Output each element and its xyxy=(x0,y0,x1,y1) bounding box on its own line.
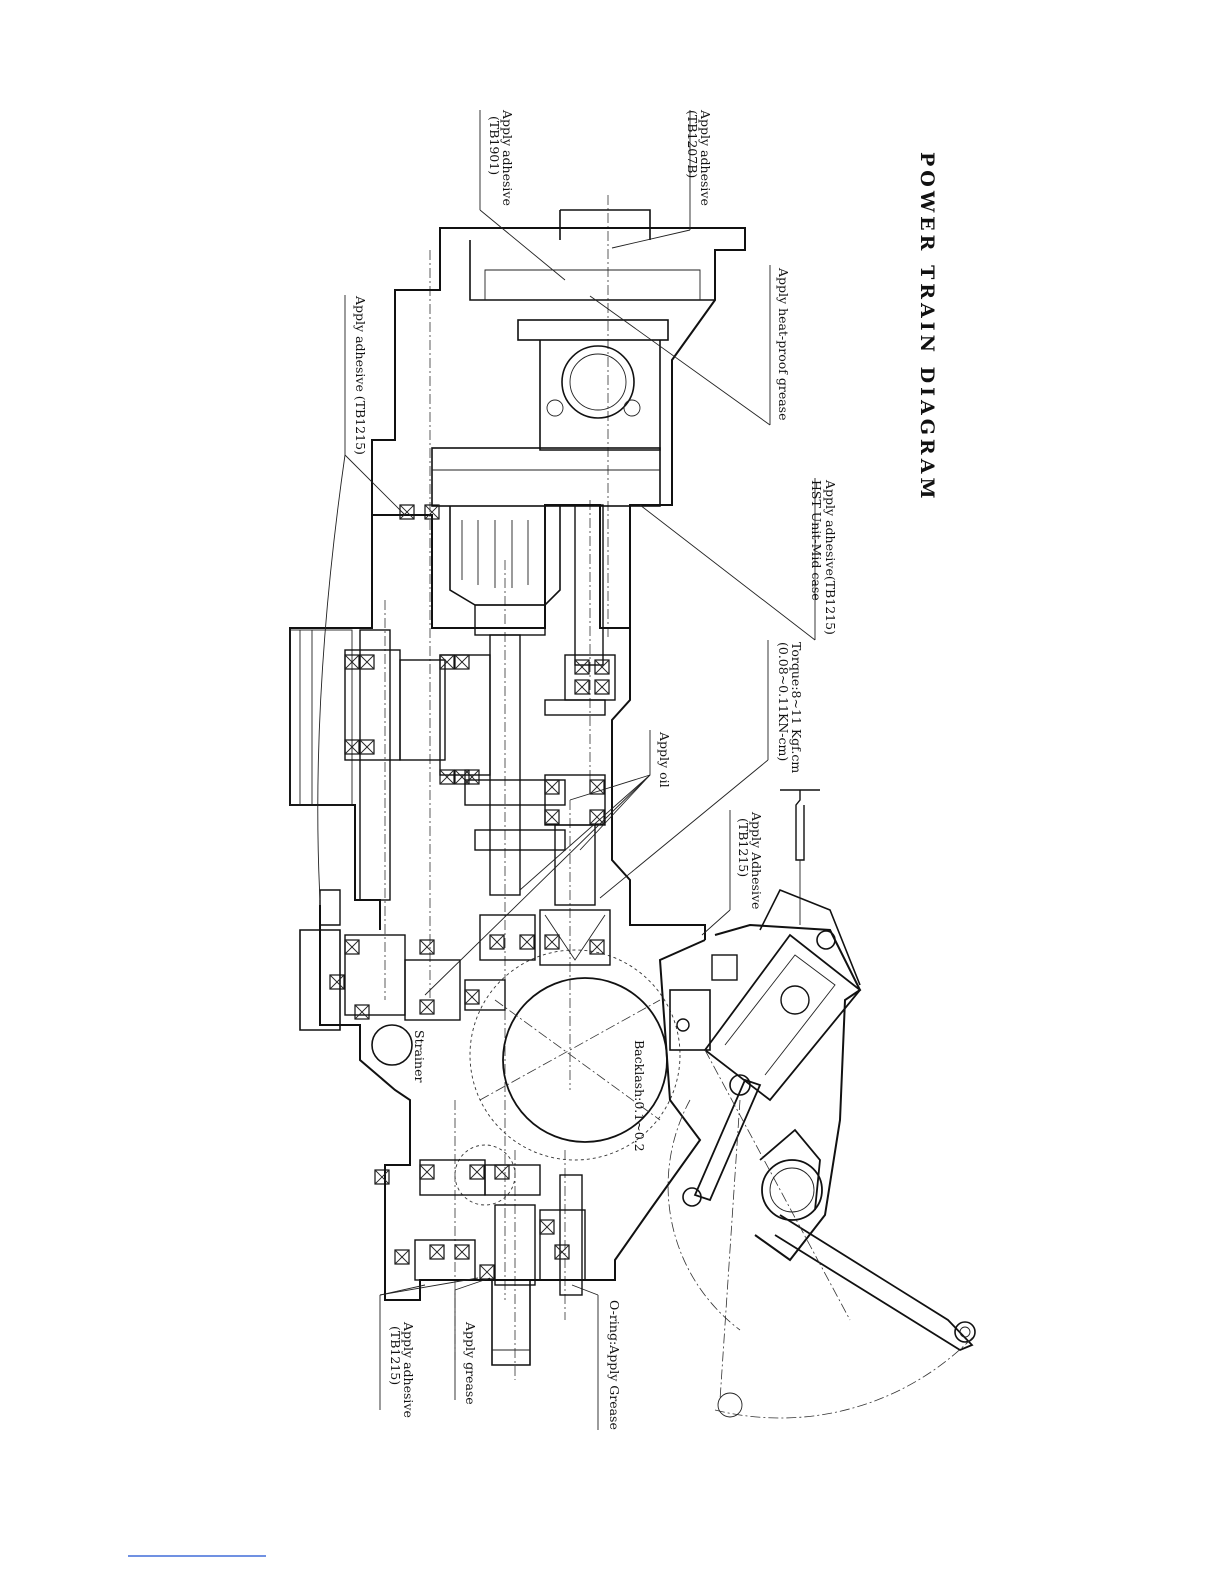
bearing-symbol xyxy=(454,769,470,785)
note-strainer: Strainer xyxy=(412,1030,427,1082)
annotations: Apply adhesive (TB1207B) Apply adhesive … xyxy=(353,109,838,1430)
bearing-symbol xyxy=(429,1244,445,1260)
bearing-symbol xyxy=(399,504,415,520)
bearing-symbol xyxy=(519,934,535,950)
note-apply-oil: Apply oil xyxy=(657,731,672,788)
bearing-symbol xyxy=(359,739,375,755)
bearing-symbol xyxy=(424,504,440,520)
note-adhesive-hst-line1: Apply adhesive(TB1215) xyxy=(823,479,838,635)
note-torque-line2: (0.08~0.11KN-cm) xyxy=(776,642,791,761)
note-adhesive-tb1207b-line2: (TB1207B) xyxy=(685,110,700,178)
bearing-symbol xyxy=(419,999,435,1015)
bearing-symbol xyxy=(344,939,360,955)
bearing-symbol xyxy=(544,934,560,950)
note-adhesive-tb1215-mid-line2: (TB1215) xyxy=(736,818,751,877)
note-adhesive-tb1215-bottom-line1: Apply adhesive xyxy=(401,1321,416,1418)
bearing-symbol xyxy=(464,989,480,1005)
bearing-symbol xyxy=(589,939,605,955)
bearing-symbol xyxy=(354,1004,370,1020)
note-apply-grease: Apply grease xyxy=(463,1321,478,1405)
bearing-symbol xyxy=(374,1169,390,1185)
note-adhesive-tb1207b-line1: Apply adhesive xyxy=(698,109,713,206)
note-adhesive-tb1901-line2: (TB1901) xyxy=(487,116,502,175)
note-adhesive-tb1215-mid-line1: Apply Adhesive xyxy=(749,811,764,909)
note-adhesive-tb1215-top: Apply adhesive (TB1215) xyxy=(353,295,368,455)
bearing-symbol xyxy=(489,934,505,950)
bearing-symbol xyxy=(344,739,360,755)
bearing-symbol xyxy=(439,654,455,670)
bearing-symbol xyxy=(544,779,560,795)
note-oring-grease: O-ring:Apply Grease xyxy=(607,1300,622,1430)
bearing-symbol xyxy=(419,1164,435,1180)
bearing-symbol xyxy=(359,654,375,670)
bearing-symbol xyxy=(574,659,590,675)
bearings xyxy=(329,504,610,1280)
bearing-symbol xyxy=(454,1244,470,1260)
bearing-symbol xyxy=(419,939,435,955)
note-heat-proof-grease: Apply heat-proof grease xyxy=(776,267,791,420)
bearing-symbol xyxy=(469,1164,485,1180)
bearing-symbol xyxy=(554,1244,570,1260)
note-torque-line1: Torque:8~11 Kgf.cm xyxy=(789,642,804,773)
bearing-symbol xyxy=(574,679,590,695)
bearing-symbol xyxy=(479,1264,495,1280)
center-lines xyxy=(384,195,609,1380)
leader-lines xyxy=(317,110,816,1430)
note-backlash: Backlash:0.1~0.2 xyxy=(632,1040,647,1152)
bearing-symbol xyxy=(454,654,470,670)
bearing-symbol xyxy=(439,769,455,785)
diagram-title: POWER TRAIN DIAGRAM xyxy=(916,152,938,503)
bearing-symbol xyxy=(544,809,560,825)
hitch-linkage xyxy=(667,789,976,1419)
bearing-symbol xyxy=(344,654,360,670)
bearing-symbol xyxy=(329,974,345,990)
note-adhesive-tb1901-line1: Apply adhesive xyxy=(500,109,515,206)
note-adhesive-hst-line2: HST Unit-Mid case xyxy=(809,480,824,601)
bearing-symbol xyxy=(464,769,480,785)
bearing-symbol xyxy=(494,1164,510,1180)
note-adhesive-tb1215-bottom-line2: (TB1215) xyxy=(388,1326,403,1385)
bearing-symbol xyxy=(589,779,605,795)
bearing-symbol xyxy=(394,1249,410,1265)
bearing-symbol xyxy=(594,659,610,675)
bearing-symbol xyxy=(539,1219,555,1235)
bearing-symbol xyxy=(594,679,610,695)
